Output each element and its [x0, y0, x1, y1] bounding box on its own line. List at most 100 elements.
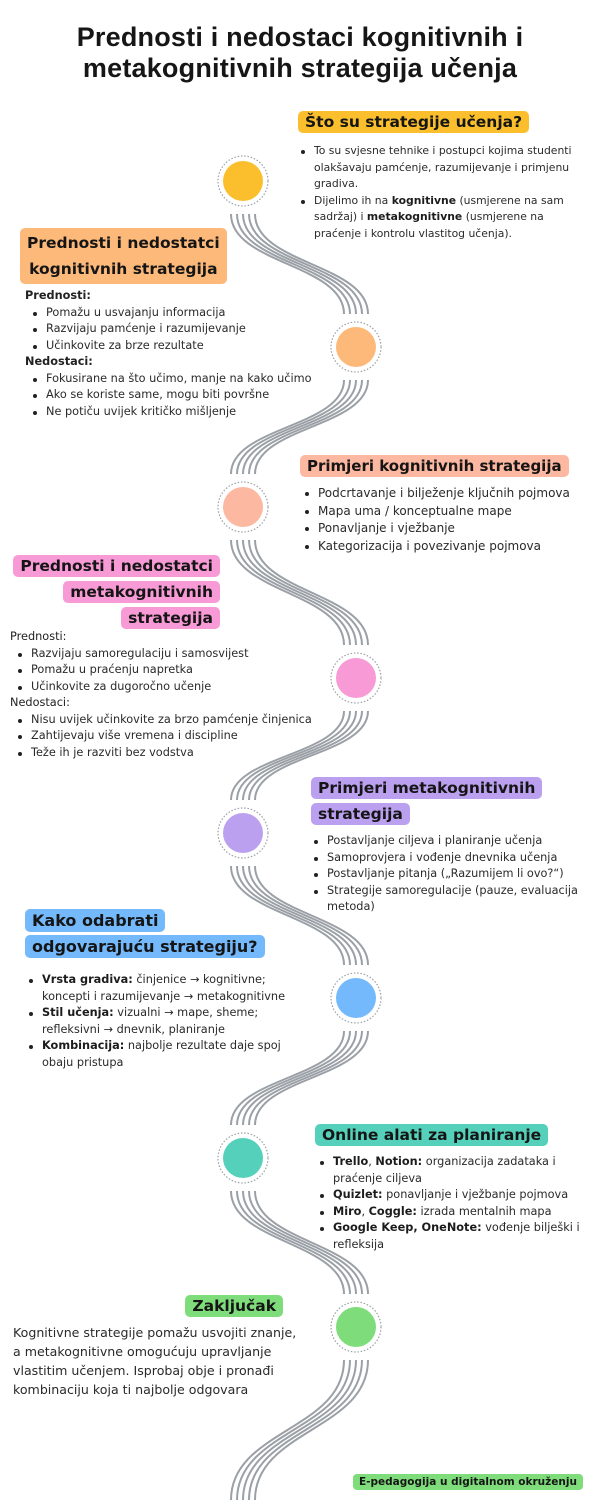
- item-text: izrada mentalnih mapa: [416, 1204, 552, 1218]
- heading-cognitive-pros-cons: Prednosti i nedostatci kognitivnih strate…: [20, 228, 227, 284]
- heading-line: odgovarajuću strategiju?: [32, 937, 258, 956]
- node-dot: [223, 813, 263, 853]
- path-segment: [230, 379, 345, 475]
- node-dot: [223, 1138, 263, 1178]
- title-line-1: Prednosti i nedostaci kognitivnih i: [76, 22, 524, 52]
- path-segment: [254, 539, 369, 646]
- timeline-node-purple: [213, 803, 273, 863]
- tool-name: Notion:: [375, 1155, 423, 1168]
- node-dotted-ring: [330, 321, 382, 373]
- item-text: ponavljanje i vježbanje pojmova: [382, 1188, 569, 1201]
- list-item: Pomažu u usvajanju informacija: [33, 305, 350, 322]
- item-text: vođenje bilješki i refleksija: [333, 1221, 580, 1251]
- path-segment: [230, 710, 345, 801]
- list-item: Učinkovite za brze rezultate: [33, 338, 350, 355]
- node-dot: [336, 658, 376, 698]
- list-item: Teže ih je razviti bez vodstva: [18, 745, 340, 762]
- path-segment: [254, 1030, 369, 1126]
- section-what: Što su strategije učenja? To su svjesne …: [298, 108, 588, 242]
- path-segment: [248, 213, 363, 315]
- path-segment: [248, 1190, 363, 1295]
- heading-line: Prednosti i nedostatci: [27, 234, 220, 252]
- list-item: Ne potiču uvijek kritičko mišljenje: [33, 404, 350, 421]
- path-segment: [254, 710, 369, 801]
- cognitive-cons-list: Fokusirane na što učimo, manje na kako u…: [20, 371, 350, 421]
- item-text: činjenice → kognitivne; koncepti i razum…: [42, 973, 286, 1003]
- item-text: organizacija zadataka i praćenje ciljeva: [333, 1155, 556, 1185]
- title-line-2: metakognitivnih strategija učenja: [82, 53, 518, 83]
- node-dotted-ring: [330, 652, 382, 704]
- tools-list: Trello, Notion: organizacija zadataka i …: [315, 1154, 585, 1253]
- list-item: Stil učenja: vizualni → mape, sheme; ref…: [29, 1005, 305, 1038]
- list-item: To su svjesne tehnike i postupci kojima …: [301, 143, 588, 193]
- path-tail: [242, 1359, 357, 1500]
- tool-name: Google Keep, OneNote:: [333, 1221, 482, 1234]
- node-dot: [336, 978, 376, 1018]
- list-item: Quizlet: ponavljanje i vježbanje pojmova: [320, 1187, 585, 1204]
- timeline-node-blue: [326, 968, 386, 1028]
- heading-cognitive-examples: Primjeri kognitivnih strategija: [300, 455, 569, 477]
- list-item: Google Keep, OneNote: vođenje bilješki i…: [320, 1220, 585, 1253]
- node-dot: [223, 487, 263, 527]
- path-tail: [254, 1359, 369, 1500]
- path-segment: [236, 1190, 351, 1295]
- section-cognitive-pros-cons: Prednosti i nedostatci kognitivnih strate…: [20, 228, 350, 420]
- node-dotted-ring: [217, 807, 269, 859]
- bold-term: metakognitivne: [366, 210, 463, 223]
- path-segment: [230, 865, 345, 966]
- tool-name: Coggle:: [368, 1204, 417, 1218]
- cognitive-cons-label: Nedostaci:: [25, 355, 93, 368]
- text-run: Dijelimo ih na: [314, 193, 392, 207]
- path-segment: [248, 539, 363, 646]
- conclusion-text: Kognitivne strategije pomažu usvojiti zn…: [13, 1325, 297, 1397]
- path-segment: [248, 865, 363, 966]
- path-segment: [242, 1030, 357, 1126]
- timeline-node-salmon: [213, 477, 273, 537]
- path-segment: [254, 213, 369, 315]
- list-item: Nisu uvijek učinkovite za brzo pamćenje …: [18, 712, 340, 729]
- path-segment: [242, 539, 357, 646]
- tool-name: Miro: [333, 1204, 362, 1218]
- path-tail: [236, 1359, 351, 1500]
- node-dotted-ring: [217, 155, 269, 207]
- path-segment: [236, 213, 351, 315]
- list-item: Vrsta gradiva: činjenice → kognitivne; k…: [29, 972, 305, 1005]
- item-label: Kombinacija:: [42, 1039, 125, 1052]
- node-dot: [336, 327, 376, 367]
- separator: ,: [361, 1204, 369, 1218]
- list-item: Mapa uma / konceptualne mape: [305, 503, 590, 521]
- path-segment: [236, 379, 351, 475]
- heading-conclusion: Zaključak: [185, 1295, 283, 1317]
- meta-examples-list: Postavljanje ciljeva i planiranje učenja…: [311, 833, 591, 916]
- choose-list: Vrsta gradiva: činjenice → kognitivne; k…: [25, 972, 305, 1071]
- section-cognitive-examples: Primjeri kognitivnih strategija Podcrtav…: [300, 452, 590, 555]
- node-dot: [336, 1307, 376, 1347]
- text-run: (usmjerene na sam sadržaj) i: [314, 193, 564, 224]
- list-item: Podcrtavanje i bilježenje ključnih pojmo…: [305, 485, 590, 503]
- meta-cons-label: Nedostaci:: [10, 696, 70, 709]
- heading-line: kognitivnih strategija: [29, 260, 218, 278]
- bold-term: kognitivne: [391, 193, 457, 207]
- heading-line: Prednosti i nedostatci: [20, 557, 213, 575]
- timeline-node-yellow: [213, 151, 273, 211]
- heading-what: Što su strategije učenja?: [298, 111, 530, 133]
- what-list: To su svjesne tehnike i postupci kojima …: [298, 143, 588, 242]
- path-segment: [242, 865, 357, 966]
- path-segment: [248, 1030, 363, 1126]
- node-dotted-ring: [217, 1132, 269, 1184]
- path-segment: [236, 1030, 351, 1126]
- path-segment: [236, 710, 351, 801]
- path-segment: [248, 710, 363, 801]
- item-text: vizualni → mape, sheme; refleksivni → dn…: [42, 1006, 259, 1036]
- path-tail: [230, 1359, 345, 1500]
- path-segment: [254, 379, 369, 475]
- meta-cons-list: Nisu uvijek učinkovite za brzo pamćenje …: [10, 712, 340, 762]
- item-label: Stil učenja:: [42, 1006, 114, 1019]
- list-item: Ako se koriste same, mogu biti površne: [33, 387, 350, 404]
